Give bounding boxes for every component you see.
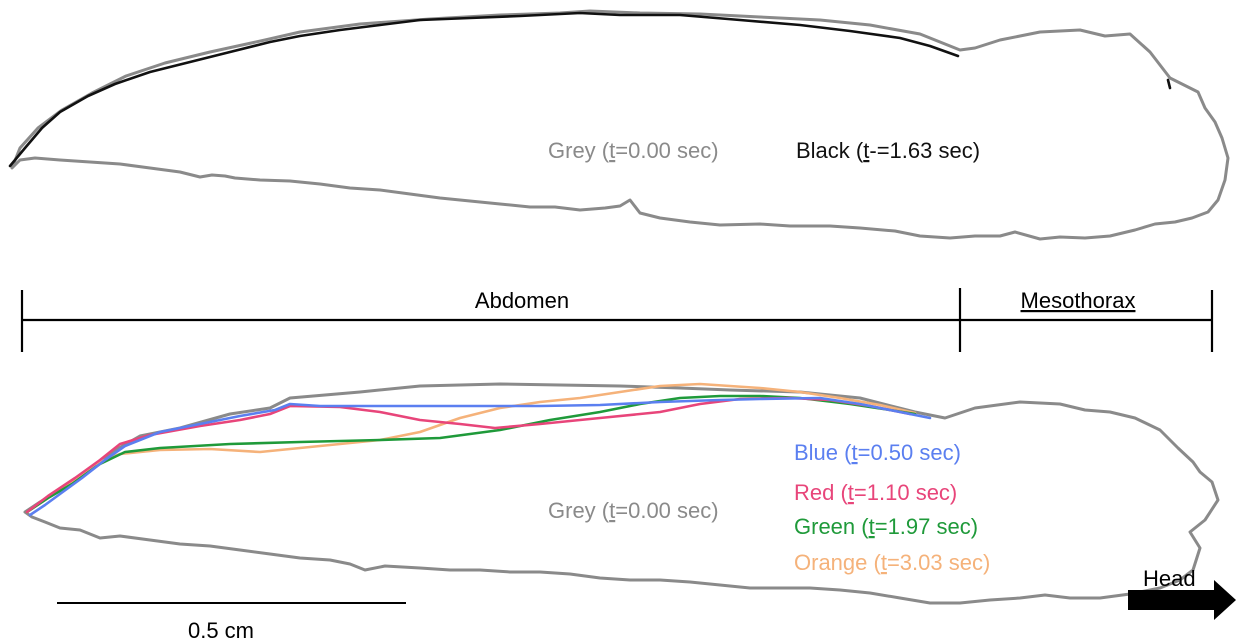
- bottom-orange-label: Orange (t=3.03 sec): [794, 550, 990, 575]
- segment-bracket: [20, 288, 1214, 352]
- top-black-outline: [8, 11, 960, 168]
- head-label: Head: [1143, 566, 1196, 591]
- head-arrow-icon: [1128, 580, 1236, 620]
- bottom-grey-outline: [23, 382, 1220, 605]
- bottom-red-label: Red (t=1.10 sec): [794, 480, 957, 505]
- top-black-head-tick: [1166, 78, 1172, 90]
- bottom-panel: Grey (t=0.00 sec) Blue (t=0.50 sec) Red …: [23, 382, 1220, 605]
- bottom-grey-label: Grey (t=0.00 sec): [548, 498, 719, 523]
- bottom-green-outline: [25, 394, 917, 514]
- top-panel: Grey (t=0.00 sec) Black (t-=1.63 sec): [8, 9, 1230, 241]
- bottom-green-label: Green (t=1.97 sec): [794, 514, 978, 539]
- bottom-blue-label: Blue (t=0.50 sec): [794, 440, 961, 465]
- bottom-blue-outline: [28, 396, 932, 517]
- top-grey-label: Grey (t=0.00 sec): [548, 138, 719, 163]
- abdomen-label: Abdomen: [475, 288, 569, 313]
- top-grey-outline: [10, 9, 1230, 241]
- scale-bar-label: 0.5 cm: [188, 618, 254, 643]
- mesothorax-label: Mesothorax: [1021, 288, 1136, 313]
- top-black-label: Black (t-=1.63 sec): [796, 138, 980, 163]
